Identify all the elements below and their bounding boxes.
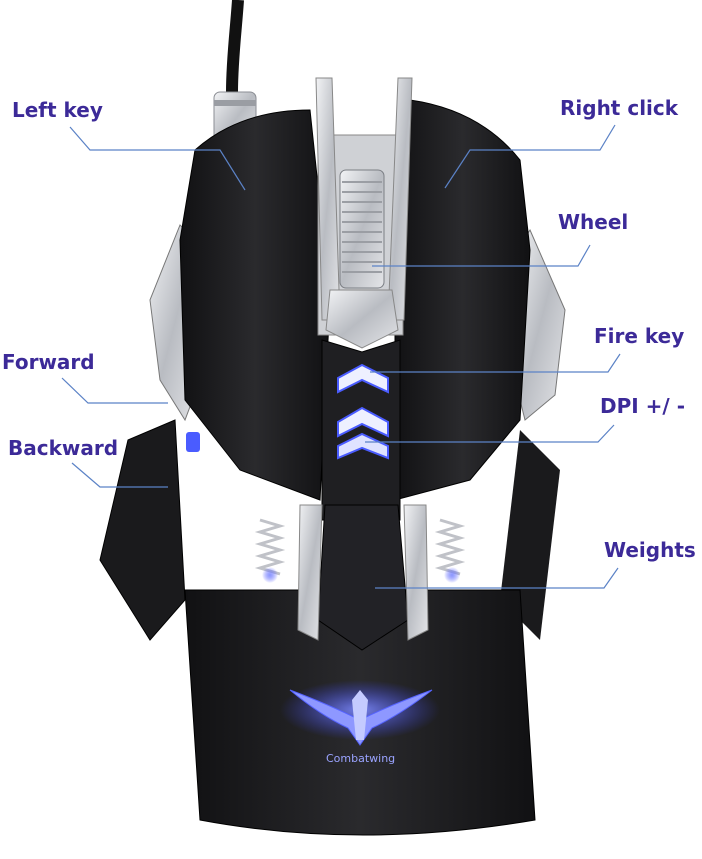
right-button [394,99,531,501]
leader-backward [71,462,168,488]
thumb-rest [99,419,186,641]
leader-forward [61,377,168,404]
label-wheel: Wheel [558,210,629,234]
label-left-key: Left key [12,98,103,122]
label-fire-key: Fire key [594,324,685,348]
label-forward: Forward [2,350,95,374]
weight-spring-left [254,518,286,576]
left-button [179,109,331,501]
brand-logo-text: Combatwing [326,752,396,765]
leader-left-key [69,126,246,191]
leader-dpi [365,424,615,443]
usb-cable [226,0,244,93]
leader-weights [375,567,619,589]
leader-wheel [372,244,591,267]
leader-right-click [444,124,616,189]
weight-spring-right [434,518,466,576]
phoenix-logo-icon [280,680,440,746]
label-dpi: DPI +/ - [600,394,685,418]
label-right-click: Right click [560,96,679,120]
label-weights: Weights [604,538,696,562]
dpi-chevron [337,406,389,460]
wheel-guard [325,289,399,349]
scroll-wheel [339,169,385,289]
leader-fire-key [370,353,621,373]
label-backward: Backward [8,436,119,460]
weight-cartridge [317,504,409,651]
